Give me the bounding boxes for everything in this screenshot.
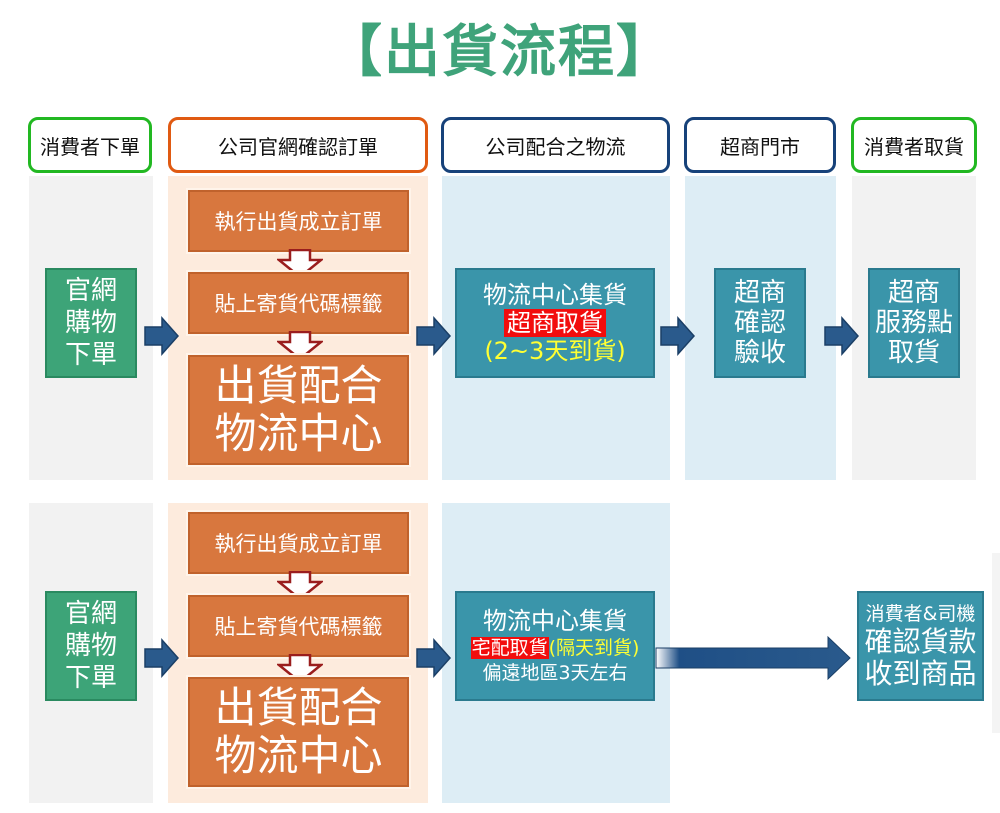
store-line: 驗收 (733, 338, 786, 368)
header-company-confirm: 公司官網確認訂單 (168, 117, 428, 173)
order-box-bottom: 官網 購物 下單 (45, 591, 137, 701)
header-consumer-order: 消費者下單 (28, 117, 152, 173)
down-arrow-icon (277, 654, 323, 684)
step-label-code-top: 貼上寄貨代碼標籤 (188, 272, 409, 334)
step-line: 物流中心 (214, 409, 383, 458)
order-line: 官網 (64, 599, 117, 629)
pickup-box: 超商 服務點 取貨 (868, 268, 960, 378)
step-logistics-center-top: 出貨配合 物流中心 (188, 355, 409, 465)
logistics-box-top: 物流中心集貨 超商取貨 (2~3天到貨) (455, 268, 655, 378)
delivery-confirm-box: 消費者&司機 確認貨款 收到商品 (857, 591, 984, 701)
down-arrow-icon (277, 331, 323, 361)
logistics-line: 物流中心集貨 (483, 281, 627, 309)
step-line: 出貨配合 (214, 683, 383, 732)
delivery-line: 收到商品 (864, 657, 977, 690)
order-box-top: 官網 購物 下單 (45, 268, 137, 378)
delivery-time-note: (隔天到貨) (548, 637, 640, 659)
flow-arrow-icon (416, 638, 452, 678)
order-line: 官網 (64, 276, 117, 306)
logistics-box-bottom: 物流中心集貨 宅配取貨(隔天到貨) 偏遠地區3天左右 (455, 591, 655, 701)
delivery-line: 消費者&司機 (865, 603, 976, 625)
page-title: 【出貨流程】 (326, 20, 674, 85)
flow-arrow-icon (416, 316, 452, 356)
step-label-code-bottom: 貼上寄貨代碼標籤 (188, 595, 409, 657)
step-create-order-bottom: 執行出貨成立訂單 (188, 512, 409, 574)
side-panel-edge (992, 553, 1000, 733)
step-logistics-center-bottom: 出貨配合 物流中心 (188, 677, 409, 787)
flow-arrow-icon (660, 316, 696, 356)
flow-arrow-icon (144, 316, 180, 356)
down-arrow-icon (277, 249, 323, 279)
long-flow-arrow-icon (652, 634, 852, 682)
down-arrow-icon (277, 571, 323, 601)
store-pickup-highlight: 超商取貨 (504, 309, 606, 337)
step-line: 物流中心 (214, 731, 383, 780)
flow-arrow-icon (824, 316, 860, 356)
pickup-line: 取貨 (887, 338, 940, 368)
order-line: 下單 (64, 340, 117, 370)
header-consumer-pickup: 消費者取貨 (851, 117, 977, 173)
logistics-line: 物流中心集貨 (483, 607, 627, 635)
delivery-time-note: (2~3天到貨) (484, 337, 626, 365)
remote-area-note: 偏遠地區3天左右 (482, 662, 628, 684)
header-convenience-store: 超商門市 (684, 117, 836, 173)
flow-arrow-icon (144, 638, 180, 678)
store-check-box: 超商 確認 驗收 (714, 268, 806, 378)
store-line: 確認 (733, 308, 786, 338)
delivery-line: 確認貨款 (864, 625, 977, 658)
order-line: 購物 (64, 308, 117, 338)
store-line: 超商 (733, 278, 786, 308)
step-create-order-top: 執行出貨成立訂單 (188, 190, 409, 252)
home-delivery-highlight: 宅配取貨 (470, 637, 549, 659)
pickup-line: 超商 (887, 278, 940, 308)
step-line: 出貨配合 (214, 361, 383, 410)
header-logistics: 公司配合之物流 (441, 117, 670, 173)
order-line: 購物 (64, 631, 117, 661)
order-line: 下單 (64, 663, 117, 693)
pickup-line: 服務點 (874, 308, 953, 338)
